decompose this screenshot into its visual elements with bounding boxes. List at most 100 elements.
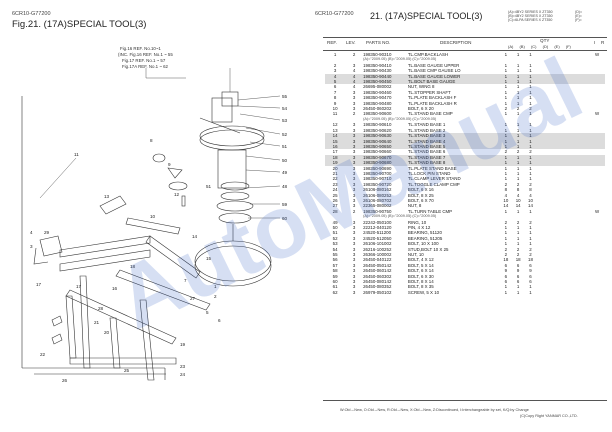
callout-label: 2: [214, 294, 217, 299]
callout-label: 26: [62, 378, 68, 383]
ref-cell: 23: [332, 181, 338, 187]
stand-base-foot: [69, 357, 177, 365]
lev-cell: 3: [352, 95, 356, 101]
stand-base-leg-1: [79, 275, 91, 369]
lev-cell: 3: [352, 62, 356, 68]
qty-cell: 1: [512, 73, 525, 80]
part-number-cell: 22365-080002: [363, 203, 392, 209]
callout-label: 25: [124, 368, 130, 373]
lev-cell: 4: [345, 73, 364, 80]
lev-cell: 3: [352, 257, 356, 263]
qty-cell: 6: [504, 279, 508, 285]
qty-cell: 1: [516, 111, 520, 117]
stand-base-bar-2: [59, 249, 151, 272]
ref-cell: 9: [333, 100, 337, 106]
qty-cell: 6: [516, 273, 520, 279]
ref-cell: 50: [332, 225, 338, 230]
qty-cell: 1: [516, 52, 520, 57]
qty-cell: 1: [504, 84, 508, 90]
figure-title: Fig.21. (17A)SPECIAL TOOL(3): [12, 19, 147, 30]
qty-cell: 8: [504, 187, 508, 193]
part-number-cell: 26450-060142: [363, 268, 392, 274]
qty-cell: [536, 160, 549, 166]
qty-cell: 1: [504, 165, 508, 171]
fig-ref-note: Fig.17 REF. No.1 ~ 57: [122, 58, 166, 63]
lev-cell: 3: [352, 289, 356, 295]
part-number-cell: 26450-040122: [363, 257, 392, 263]
stand-base-bar-3: [125, 217, 181, 235]
qty-cell: 1: [504, 100, 508, 106]
stand-base-bar-6: [65, 289, 177, 345]
description-cell: TL.TURN TABLE CMP: [407, 208, 453, 214]
lev-cell: 3: [352, 181, 356, 187]
subnote-text: (A)="2009.05) (B)="2009.05) (C)="2009.05…: [363, 214, 437, 219]
ref-cell: 54: [332, 246, 338, 252]
qty-cell: 1: [529, 165, 532, 171]
qty-cell: 1: [499, 138, 512, 144]
qty-cell: 1: [529, 289, 532, 295]
callout-label: 23: [180, 364, 186, 369]
qty-cell: 2: [516, 246, 520, 252]
ref-cell: 24: [332, 187, 338, 193]
qty-cell: 1: [524, 143, 537, 150]
qty-cell: 1: [504, 95, 508, 101]
col-r: R: [601, 40, 605, 45]
callout-label: 21: [94, 320, 100, 325]
qty-cell: 1: [516, 225, 520, 230]
lev-cell: 3: [352, 268, 356, 274]
washer-part: [152, 153, 166, 163]
ref-cell: 6: [333, 84, 337, 90]
stand-base-leg-2: [109, 317, 121, 369]
ref-cell: 5: [325, 79, 346, 85]
i-cell: [573, 133, 590, 139]
i-cell: [573, 138, 590, 144]
fig-ref-note: (INC. Fig.16 REF. No.1 ~ 55: [118, 52, 173, 57]
callout-label: 17: [76, 284, 82, 289]
part-number-cell: 26450-060302: [363, 273, 392, 279]
qty-cell: 1: [516, 68, 520, 74]
qty-cell: 14: [515, 203, 521, 209]
description-cell: TL.STAND BASE 6: [407, 149, 446, 155]
qty-cell: 9: [504, 268, 508, 274]
description-cell: TL.BOLT BASE GAUGE: [407, 79, 500, 85]
ref-cell: 55: [332, 252, 338, 258]
qty-cell: [561, 143, 574, 150]
part-number-cell: 198350-90700: [363, 170, 392, 176]
qty-cell: 1: [499, 79, 512, 85]
lev-cell: 3: [352, 187, 356, 193]
lev-cell: 3: [352, 203, 356, 209]
part-number-cell: 26106-080252: [363, 192, 392, 198]
qty-cell: 9: [516, 268, 520, 274]
qty-cell: 1: [529, 241, 532, 247]
subnote-text: (A)="2009.05) (B)="2009.05) (C)="2009.05…: [363, 57, 437, 62]
qty-cell: 1: [504, 176, 508, 182]
qty-cell: 1: [504, 62, 508, 68]
qty-cell: 1: [504, 89, 508, 95]
qty-subcolumns: (A) (B) (C) (D) (E) (F): [508, 44, 571, 49]
qty-cell: 1: [512, 154, 525, 161]
description-cell: TL.STAND BASE 2: [407, 127, 446, 133]
lev-cell: 3: [352, 149, 356, 155]
qty-cell: [548, 133, 562, 139]
part-number-cell: 24520-512050: [363, 235, 392, 241]
i-cell: [573, 143, 590, 150]
turntable-plate: [199, 129, 265, 151]
i-cell: [573, 154, 590, 161]
description-cell: TL.BASE GAUGE LOWER: [407, 73, 500, 80]
callout-label: 27: [190, 296, 196, 301]
series-line: (A)=4BY2 SERIES X ZT350: [508, 10, 553, 14]
qty-cell: 1: [529, 84, 532, 90]
qty-cell: 1: [499, 133, 512, 139]
lev-cell: 4: [345, 79, 364, 85]
part-number-cell: 198350-90670: [363, 154, 408, 161]
ref-cell: 13: [332, 127, 338, 133]
description-cell: TL.PLATE BACKLASH F: [407, 95, 457, 101]
description-cell: BEARING, 51120: [407, 230, 442, 236]
